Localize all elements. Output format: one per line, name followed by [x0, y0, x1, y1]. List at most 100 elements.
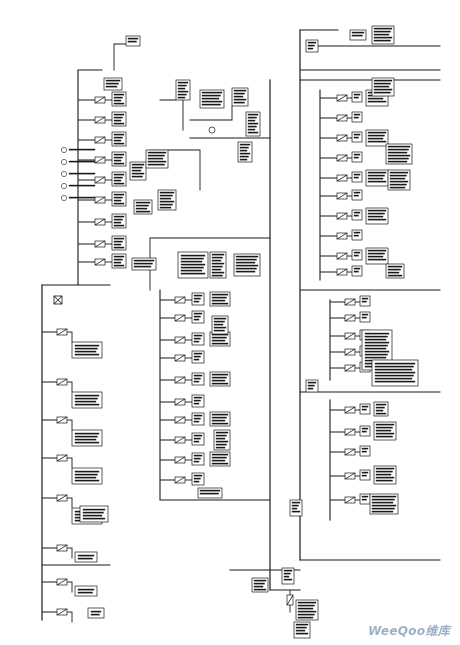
label-glyph — [177, 90, 189, 93]
label-glyph — [68, 148, 96, 151]
fuse-element — [344, 448, 356, 456]
device-box — [74, 551, 98, 563]
label-glyph — [353, 153, 361, 156]
label-glyph — [373, 91, 391, 94]
label-glyph — [374, 380, 416, 383]
label-glyph — [135, 207, 148, 210]
label-glyph — [353, 251, 361, 254]
label-glyph — [374, 377, 413, 380]
label-glyph — [364, 344, 388, 347]
label-glyph — [283, 575, 290, 578]
label-glyph — [213, 323, 224, 326]
label-glyph — [193, 355, 201, 358]
label-glyph — [367, 209, 387, 212]
label-glyph — [113, 162, 125, 165]
fuse-element — [94, 136, 106, 144]
label-glyph — [375, 476, 395, 479]
fuse-element — [94, 116, 106, 124]
device-box — [111, 151, 127, 167]
label-glyph — [211, 416, 227, 419]
label-glyph — [159, 206, 172, 209]
label-glyph — [291, 507, 298, 510]
label-glyph — [373, 82, 391, 85]
fuse-element — [174, 296, 186, 304]
label-glyph — [211, 376, 227, 379]
label-glyph — [74, 353, 100, 356]
device-box — [385, 263, 405, 279]
label-glyph — [211, 259, 222, 262]
label-glyph — [375, 467, 395, 470]
label-glyph — [353, 194, 359, 197]
label-glyph — [193, 318, 200, 321]
fuse-element — [344, 332, 356, 340]
label-glyph — [297, 610, 317, 613]
label-glyph — [131, 172, 145, 175]
label-glyph — [353, 133, 361, 136]
label-glyph — [113, 221, 122, 224]
label-glyph — [233, 101, 245, 104]
label-glyph — [180, 260, 203, 263]
label-glyph — [373, 39, 391, 42]
label-glyph — [201, 91, 223, 94]
label-glyph — [177, 93, 187, 96]
fuse-element — [344, 406, 356, 414]
label-glyph — [113, 218, 123, 221]
label-glyph — [113, 159, 122, 162]
label-glyph — [113, 199, 122, 202]
label-glyph — [193, 334, 203, 337]
label-glyph — [113, 202, 125, 205]
label-glyph — [77, 554, 95, 557]
label-glyph — [211, 336, 227, 339]
label-glyph — [68, 184, 96, 187]
label-glyph — [215, 440, 229, 443]
label-glyph — [297, 613, 315, 616]
label-glyph — [375, 470, 393, 473]
label-glyph — [193, 399, 201, 402]
label-glyph — [387, 274, 403, 277]
label-glyph — [367, 177, 384, 180]
label-glyph — [387, 268, 401, 271]
label-glyph — [193, 420, 200, 423]
label-glyph — [193, 337, 201, 340]
label-glyph — [361, 408, 367, 411]
label-glyph — [147, 160, 167, 163]
label-glyph — [239, 146, 249, 149]
label-glyph — [177, 96, 186, 99]
label-glyph — [113, 224, 125, 227]
label-glyph — [127, 40, 137, 43]
label-glyph — [353, 191, 361, 194]
label-glyph — [215, 443, 227, 446]
label-glyph — [211, 453, 229, 456]
label-glyph — [74, 347, 98, 350]
label-glyph — [193, 480, 200, 483]
fuse-element — [336, 192, 348, 200]
label-glyph — [113, 133, 125, 136]
label-glyph — [68, 196, 96, 199]
fuse-element — [56, 378, 68, 386]
fuse-element — [174, 354, 186, 362]
label-glyph — [375, 403, 387, 406]
label-glyph — [364, 341, 390, 344]
label-glyph — [361, 297, 369, 300]
label-glyph — [193, 380, 200, 383]
label-glyph — [74, 479, 100, 482]
label-glyph — [180, 254, 206, 257]
fuse-element — [174, 314, 186, 322]
device-box — [111, 253, 127, 269]
label-glyph — [193, 477, 201, 480]
label-glyph — [199, 489, 221, 492]
label-glyph — [375, 429, 392, 432]
label-glyph — [371, 495, 397, 498]
label-glyph — [211, 459, 226, 462]
label-glyph — [364, 356, 387, 359]
label-glyph — [389, 171, 409, 174]
label-glyph — [351, 31, 365, 34]
label-glyph — [193, 414, 203, 417]
label-glyph — [193, 294, 203, 297]
fuse-element — [336, 212, 348, 220]
label-glyph — [74, 397, 98, 400]
label-glyph — [193, 312, 203, 315]
label-glyph — [193, 300, 200, 303]
label-glyph — [131, 169, 142, 172]
